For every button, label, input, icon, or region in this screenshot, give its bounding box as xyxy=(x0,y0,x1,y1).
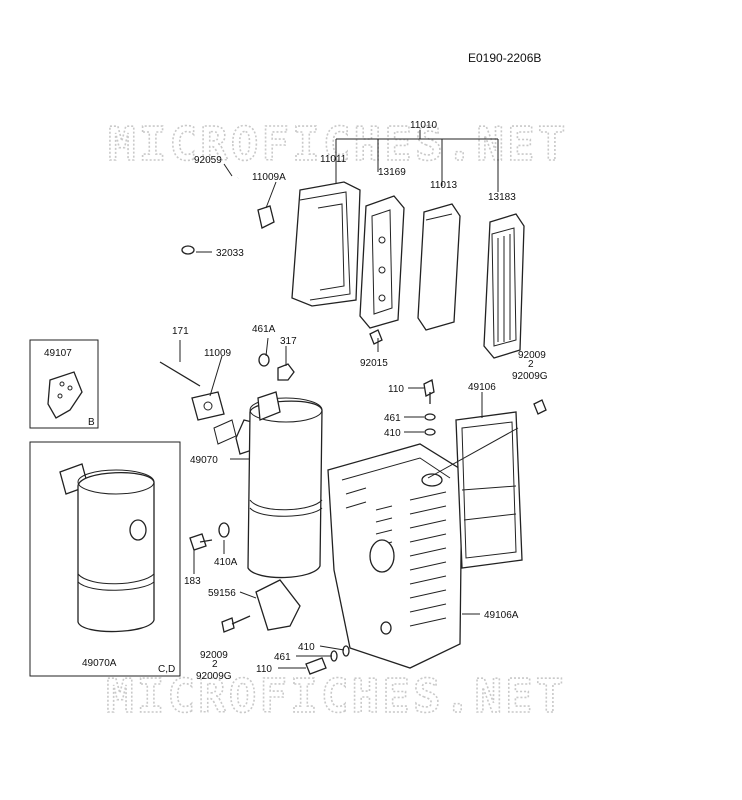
spark-arrester xyxy=(255,579,301,631)
label-32033: 32033 xyxy=(216,248,244,259)
air-filter-element xyxy=(417,203,461,331)
label-183: 183 xyxy=(184,576,201,587)
exhaust-gasket-11009 xyxy=(191,391,225,421)
label-11009: 11009 xyxy=(204,348,232,359)
label-92009-right: 92009 xyxy=(518,350,546,361)
label-11010: 11010 xyxy=(410,120,438,131)
watermark-bottom: MICROFICHES.NET xyxy=(106,669,566,723)
bolt-92009-left xyxy=(221,615,251,633)
heat-guard-49106 xyxy=(455,411,523,569)
label-410-bottom: 410 xyxy=(298,642,315,653)
label-11013: 11013 xyxy=(430,180,458,191)
drawing-code: E0190-2206B xyxy=(468,51,541,65)
label-49070a: 49070A xyxy=(82,658,117,669)
label-11011: 11011 xyxy=(320,154,347,165)
label-13169: 13169 xyxy=(378,167,406,178)
breather-hose xyxy=(188,177,240,245)
stud-171 xyxy=(159,361,201,387)
label-317: 317 xyxy=(280,336,297,347)
muffler-49070 xyxy=(213,391,323,579)
air-cleaner-bracket xyxy=(335,130,499,192)
hose-clamp xyxy=(181,245,195,255)
muffler-49070a xyxy=(59,463,155,633)
label-92009g-left: 92009G xyxy=(196,671,232,682)
label-461-top: 461 xyxy=(384,413,401,424)
inset-b-label: B xyxy=(88,417,95,428)
watermark-top: MICROFICHES.NET xyxy=(108,117,568,171)
label-410a: 410A xyxy=(214,557,238,568)
air-cleaner-cover xyxy=(291,181,361,307)
washer-461-top xyxy=(424,413,436,421)
label-49070: 49070 xyxy=(190,455,218,466)
washer-410-top xyxy=(424,428,436,436)
bolt-183 xyxy=(189,533,213,551)
label-92009-left: 92009 xyxy=(200,650,228,661)
leader-lines xyxy=(179,163,483,669)
leader-49106-bolt xyxy=(427,427,519,479)
inset-cd-label: C,D xyxy=(158,664,175,675)
label-110-top: 110 xyxy=(388,384,404,395)
label-11009a: 11009A xyxy=(252,172,286,183)
nut-317 xyxy=(277,363,295,381)
label-92009g-right: 92009G xyxy=(512,371,548,382)
gasket-13169 xyxy=(359,195,405,329)
washer-461a xyxy=(258,353,270,367)
label-49106: 49106 xyxy=(468,382,496,393)
label-461-bottom: 461 xyxy=(274,652,291,663)
gasket-11009a xyxy=(257,205,275,229)
tilde-92009-right: 2 xyxy=(528,359,534,370)
muffler-cover-49106a xyxy=(327,443,463,669)
pleated-filter-element xyxy=(483,213,525,359)
part-labels: 11010 11011 13169 11013 13183 92059 1100… xyxy=(44,120,548,682)
label-59156: 59156 xyxy=(208,588,236,599)
washer-410a xyxy=(218,522,230,538)
label-92059: 92059 xyxy=(194,155,222,166)
heat-shield-49107 xyxy=(47,371,83,419)
inset-cd-frame xyxy=(29,441,181,677)
label-410-top: 410 xyxy=(384,428,401,439)
tilde-92009-left: 2 xyxy=(212,659,218,670)
label-49107: 49107 xyxy=(44,348,72,359)
label-13183: 13183 xyxy=(488,192,516,203)
label-461a: 461A xyxy=(252,324,276,335)
bolt-92009-right xyxy=(533,399,547,415)
inset-b-frame xyxy=(29,339,99,429)
label-110-bottom: 110 xyxy=(256,664,272,675)
label-171: 171 xyxy=(172,326,189,337)
nut-92015 xyxy=(369,329,383,345)
bolt-110-top xyxy=(423,379,435,404)
label-49106a: 49106A xyxy=(484,610,519,621)
label-92015: 92015 xyxy=(360,358,388,369)
